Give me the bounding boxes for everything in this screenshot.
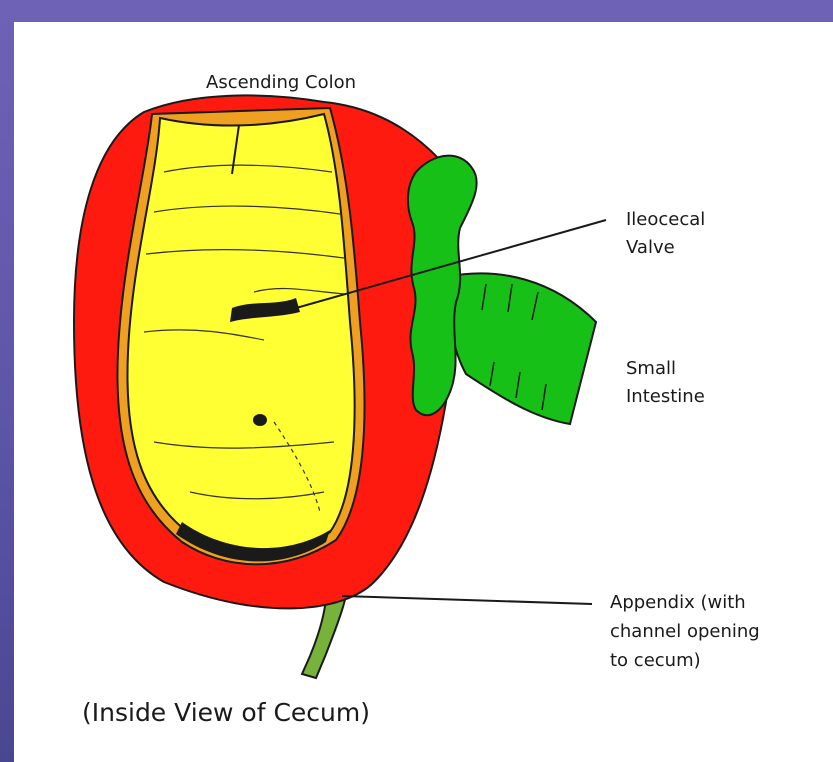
label-appendix-3: to cecum) xyxy=(610,648,701,673)
label-small-intestine-2: Intestine xyxy=(626,384,705,409)
leader-appendix xyxy=(342,596,592,604)
diagram-caption: (Inside View of Cecum) xyxy=(82,698,370,727)
label-appendix-1: Appendix (with xyxy=(610,590,746,615)
cecum-diagram xyxy=(14,22,833,762)
small-intestine-shape xyxy=(446,273,596,424)
label-ascending-colon: Ascending Colon xyxy=(206,70,356,95)
label-ileocecal-valve-1: Ileocecal xyxy=(626,207,705,232)
label-ileocecal-valve-2: Valve xyxy=(626,235,675,260)
diagram-canvas: Ascending Colon Ileocecal Valve Small In… xyxy=(14,22,833,762)
appendix-opening-spot xyxy=(253,414,267,426)
label-small-intestine-1: Small xyxy=(626,356,676,381)
label-appendix-2: channel opening xyxy=(610,619,760,644)
cecum-interior xyxy=(127,114,354,556)
